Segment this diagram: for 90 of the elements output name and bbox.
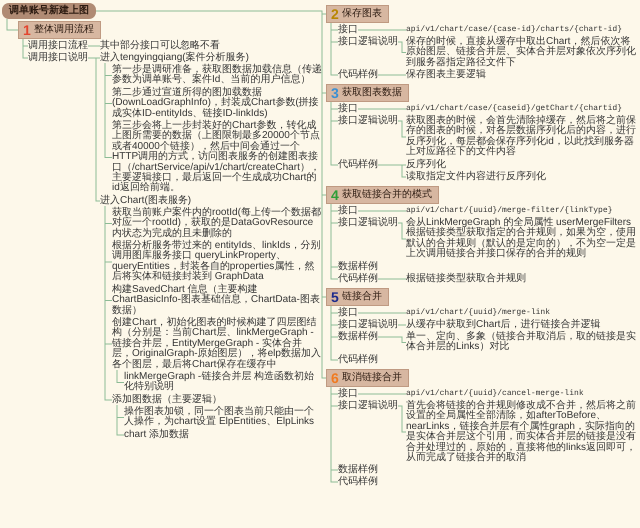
- subtopic-label: 接口逻辑说明: [338, 401, 398, 412]
- subtopic-label: 接口逻辑说明: [338, 320, 398, 330]
- subtopic-label: 代码样例: [338, 160, 378, 170]
- subtopic-label: 接口逻辑说明: [338, 37, 398, 48]
- subtopic-label: 接口: [338, 25, 358, 36]
- api-path: api/v1/chart/{uuid}/merge-filter/{linkType}: [406, 206, 638, 216]
- connector-line: [358, 108, 406, 110]
- branch-number: 4: [331, 188, 339, 202]
- connector-line: [6, 18, 18, 30]
- branch-number: 1: [23, 23, 31, 37]
- detail-text: 首先会将链接的合并规则修改成不合并，然后将之前设置的全局属性全部清除，如afterToBefore、nearLinks，链接合并层有个属性graph，实际指向的是实体合并层这个引用，而实体合并层的链接是没有合并处理过的，原始的，直接将他的links返回即可，从而完成了链接合并的取消: [406, 401, 638, 464]
- branch-number: 2: [331, 7, 339, 21]
- connector-line: [330, 306, 338, 360]
- subtopic-label: 接口: [338, 308, 358, 318]
- subtopic-label: 添加图数据（主要逻辑）: [112, 395, 222, 406]
- connector-line: [104, 62, 112, 158]
- subtopic-label: 进入tengyingqiang(案件分析服务): [100, 53, 249, 64]
- connector-line: [398, 406, 406, 432]
- root-topic: 调单账号新建上图: [2, 3, 96, 20]
- connector-line: [22, 38, 28, 58]
- connector-line: [116, 404, 124, 436]
- detail-text: 第二步通过宣道所得的图加载数据(DownLoadGraphInfo)，封装成Chart参数(拼接成实体ID-entityIds、链接ID-linkIds): [112, 88, 322, 120]
- connector-line: [330, 22, 338, 76]
- api-path: api/v1/chart/{uuid}/merge-link: [406, 308, 638, 318]
- detail-text: 获取图表的时候，会首先清除掉缓存，然后将之前保存的图表的时候，对各层数据序列化后的内容，进行反序列化，每层都会保存序列化id，以此找到服务器上对应路径下的文件内容: [406, 116, 638, 158]
- subtopic-label: 代码样例: [338, 274, 378, 284]
- subtopic-label: 接口逻辑说明: [338, 218, 398, 228]
- connector-line: [398, 120, 406, 138]
- branch-title: 链接合并: [342, 292, 382, 302]
- connector-line: [330, 102, 338, 166]
- detail-text: 反序列化: [406, 160, 638, 170]
- detail-text: 构建SavedChart 信息（主要构建ChartBasicInfo-图表基础信息，ChartData-图表数据）: [112, 285, 322, 316]
- subtopic-label: 数据样例: [338, 465, 378, 476]
- connector-line: [378, 278, 406, 280]
- detail-text: 从缓存中获取到Chart后，进行链接合并逻辑: [406, 320, 638, 330]
- branch-number: 5: [331, 290, 339, 304]
- connector-line: [398, 324, 406, 326]
- connector-line: [398, 222, 406, 240]
- branch-title: 取消链接合并: [342, 372, 402, 384]
- connector-line: [398, 42, 406, 53]
- detail-text: 会从LinkMergeGraph 的全局属性 userMergeFilters 根据链接类型获取指定的合并规则，如果为空，使用默认的合并规则（默认的是定向的），不为空一定是上次调用链接合并接口保存的合并的规则: [406, 218, 638, 260]
- detail-text: 第三步会将上一步封装好的Chart参数，转化成上图所需要的数据（上图限制最多20000个节点或者40000个链接），然后中间会通过一个HTTP调用的方式，访问图表服务的创建图表接口（/chartService/api/v1/chart/createChart），主要逻辑接口，最后返回一个生成成功Chart的id返回给前端。: [112, 121, 322, 194]
- detail-text: 保存图表主要逻辑: [406, 70, 638, 80]
- detail-text: linkMergeGraph -链接合并层 构造函数初始化特别说明: [124, 372, 322, 393]
- connector-line: [330, 204, 338, 280]
- api-path: api/v1/chart/case/{case-id}/charts/{chart-id}: [406, 25, 638, 35]
- subtopic-label: 代码样例: [338, 355, 378, 366]
- branch-topic-box: [326, 5, 389, 23]
- branch-number: 6: [331, 371, 339, 385]
- branch-topic-box: [326, 288, 389, 306]
- api-path: api/v1/chart/{uuid}/cancel-merge-link: [406, 389, 638, 399]
- subtopic-label: 接口: [338, 389, 358, 400]
- connector-line: [378, 74, 406, 76]
- subtopic-label: 数据样例: [338, 262, 378, 272]
- connector-line: [116, 370, 124, 383]
- subtopic-label: 接口: [338, 104, 358, 114]
- detail-text: 保存的时候，直接从缓存中取出Chart，然后依次将原始图层、链接合并层、实体合并层对象依次序列化到服务器指定路径文件下: [406, 37, 638, 68]
- subtopic-label: 接口逻辑说明: [338, 116, 398, 126]
- detail-text: chart 添加数据: [124, 430, 322, 440]
- connector-line: [378, 164, 406, 178]
- detail-text: 根据分析服务带过来的 entityIds、linkIds，分别调用图库服务接口 queryLinkProperty、queryEntities，封装各自的properties属性，然后将实体和链接封装到 GraphData: [112, 241, 322, 283]
- subtopic-label: 调用接口流程: [28, 41, 88, 52]
- branch-number: 3: [331, 86, 339, 100]
- subtopic-label: 调用接口说明: [28, 53, 88, 64]
- detail-text: 操作图表加锁，同一个图表当前只能由一个人操作，为chart设置 ElpEntities、ElpLinks: [124, 407, 322, 428]
- subtopic-label: 数据样例: [338, 332, 378, 342]
- subtopic-label: 进入Chart(图表服务): [100, 196, 192, 206]
- subtopic-label: 代码样例: [338, 70, 378, 80]
- branch-topic-box: [18, 21, 101, 39]
- detail-text: 单一、定向、多象（链接合并取消后，取的链接是实体合并层的Links）对比: [406, 332, 638, 353]
- connector-line: [378, 336, 406, 343]
- connector-line: [358, 312, 406, 314]
- connector-line: [358, 210, 406, 212]
- detail-text: 第一步是调研准备，获取图数据加载信息（传递参数为调单账号、案件Id、当前的用户信息）: [112, 65, 322, 86]
- connector-line: [88, 58, 100, 202]
- subtopic-label: 接口: [338, 206, 358, 216]
- branch-title: 获取图表数据: [342, 88, 402, 98]
- detail-text: 获取当前账户案件内的rootId(每上传一个数据都对应一个rootId)，获取的是DataGovResource内状态为完成的且未删除的: [112, 208, 322, 240]
- subtopic-label: 代码样例: [338, 477, 378, 488]
- branch-title: 整体调用流程: [34, 24, 94, 36]
- connector-line: [104, 206, 112, 400]
- detail-text: 根据链接类型获取合并规则: [406, 274, 638, 284]
- branch-title: 获取链接合并的模式: [342, 190, 432, 200]
- branch-topic-box: [326, 369, 409, 387]
- branch-topic-box: [326, 186, 439, 204]
- branch-topic-box: [326, 84, 409, 102]
- detail-text: 其中部分接口可以忽略不看: [100, 41, 322, 52]
- detail-text: 读取指定文件内容进行反序列化: [406, 172, 638, 182]
- api-path: api/v1/chart/case/{caseid}/getChart/{chartid}: [406, 104, 638, 114]
- branch-title: 保存图表: [342, 8, 382, 20]
